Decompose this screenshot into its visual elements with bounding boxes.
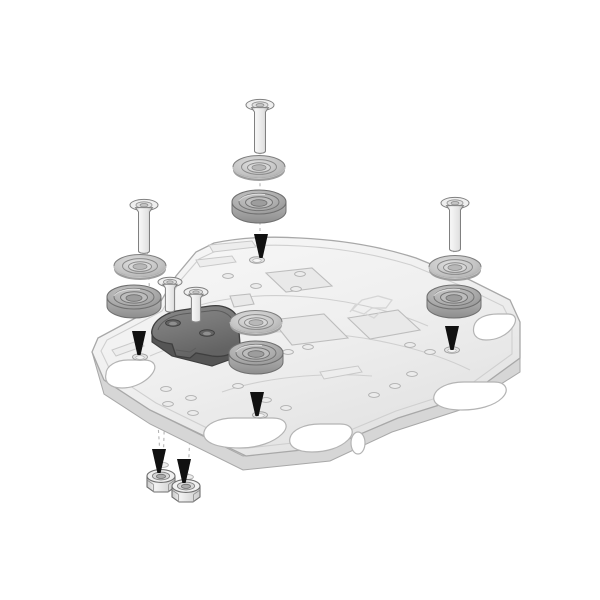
part-washer-mid-plate [229, 310, 283, 337]
part-nut-right [171, 479, 201, 503]
part-grommet-right [426, 284, 482, 319]
part-washer-right [428, 255, 482, 282]
part-nut-left [146, 469, 176, 493]
part-grommet-left [106, 284, 162, 319]
part-grommet-top-center [231, 189, 287, 224]
part-washer-top-center [232, 155, 286, 182]
adapter-holes [165, 319, 215, 337]
rack-emblem-icon [349, 295, 393, 319]
part-washer-left [113, 254, 167, 281]
luggage-rack-plate [91, 236, 521, 480]
part-grommet-mid-plate [228, 340, 284, 375]
